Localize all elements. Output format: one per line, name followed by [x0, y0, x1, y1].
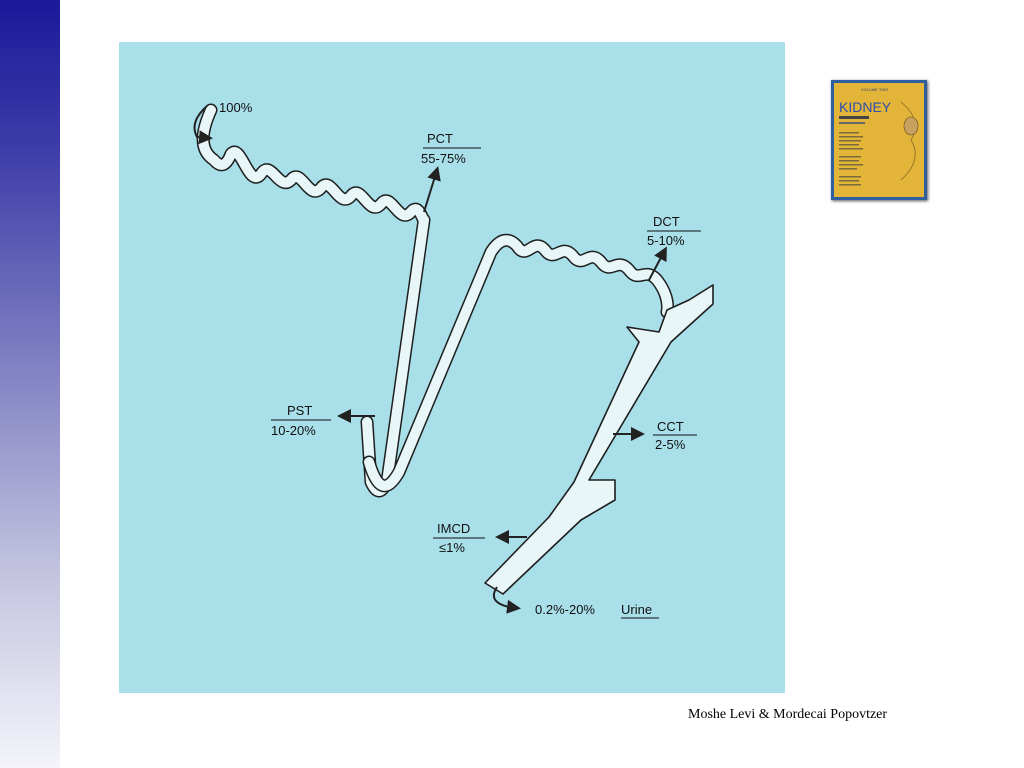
urine-arrow	[493, 586, 521, 614]
pct-arrow	[423, 166, 441, 213]
start-label: 100%	[219, 100, 253, 115]
book-volume: VOLUME TWO	[861, 87, 888, 92]
start-arrow	[193, 105, 213, 145]
dct-value: 5-10%	[647, 233, 685, 248]
pst-name: PST	[287, 403, 312, 418]
imcd-name: IMCD	[437, 521, 470, 536]
pct-value: 55-75%	[421, 151, 466, 166]
author-credit: Moshe Levi & Mordecai Popovtzer	[688, 707, 888, 722]
kidney-book-cover: VOLUME TWO KIDNEY	[831, 80, 927, 200]
cct-name: CCT	[657, 419, 684, 434]
pct-name: PCT	[427, 131, 453, 146]
urine-value: 0.2%-20%	[535, 602, 595, 617]
cct-value: 2-5%	[655, 437, 686, 452]
book-cover-svg: VOLUME TWO KIDNEY	[831, 80, 927, 200]
side-gradient-bar	[0, 0, 60, 768]
book-title: KIDNEY	[839, 99, 892, 115]
dct-arrow	[648, 246, 667, 281]
nephron-diagram: 100% PCT 55-75% DCT 5-10% PST 10-20% CCT…	[119, 42, 785, 693]
urine-label: Urine	[621, 602, 652, 617]
nephron-svg: 100% PCT 55-75% DCT 5-10% PST 10-20% CCT…	[193, 100, 714, 619]
pst-value: 10-20%	[271, 423, 316, 438]
imcd-value: ≤1%	[439, 540, 465, 555]
dct-name: DCT	[653, 214, 680, 229]
